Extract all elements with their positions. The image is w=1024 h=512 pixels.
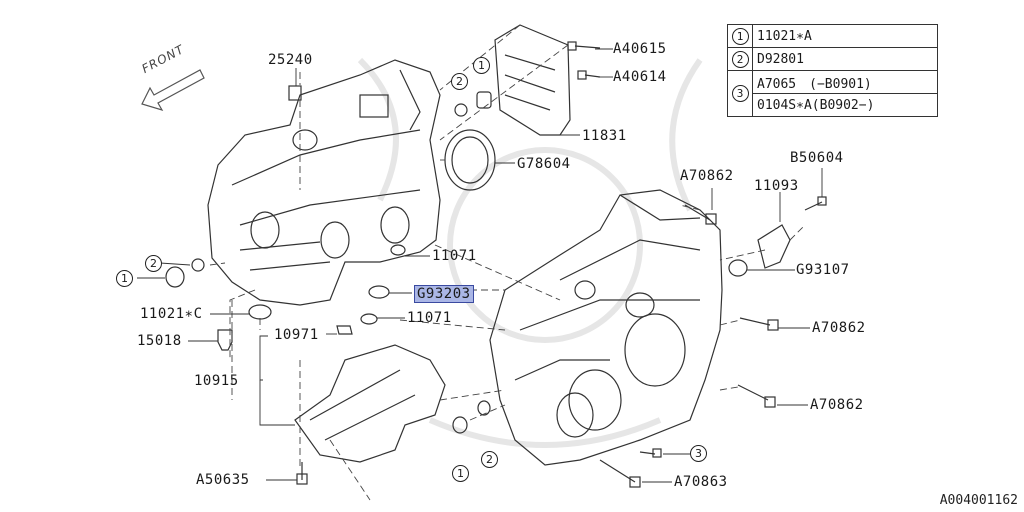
part-label-11071[interactable]: 11071	[432, 248, 477, 264]
legend-row: 1 11021∗A	[727, 24, 938, 48]
legend-row: 0104S∗A(B0902−)	[728, 93, 938, 117]
part-label-11071[interactable]: 11071	[407, 310, 452, 326]
callout-1[interactable]: 1	[473, 57, 490, 74]
legend-row: 2 D92801	[727, 47, 938, 71]
part-label-g93107[interactable]: G93107	[796, 262, 850, 278]
part-label-11021c[interactable]: 11021∗C	[140, 306, 203, 322]
callout-3[interactable]: 3	[690, 445, 707, 462]
crankcase-left-half	[207, 59, 441, 306]
part-label-b50604[interactable]: B50604	[790, 150, 844, 166]
watermark-emblem	[357, 57, 703, 448]
part-label-15018[interactable]: 15018	[137, 333, 182, 349]
part-label-25240[interactable]: 25240	[268, 52, 313, 68]
baffle-plate	[294, 344, 446, 463]
oil-separator-cover	[494, 24, 571, 136]
part-label-a70862[interactable]: A70862	[812, 320, 866, 336]
part-label-a50635[interactable]: A50635	[196, 472, 250, 488]
diagram-reference-id: A004001162	[939, 493, 1018, 508]
callout-2[interactable]: 2	[451, 73, 468, 90]
crankcase-right-half	[489, 189, 723, 466]
legend-text: D92801	[752, 47, 938, 71]
bolt-15018	[217, 329, 233, 351]
legend-text: 11021∗A	[752, 24, 938, 48]
part-label-a70863[interactable]: A70863	[674, 474, 728, 490]
legend-text: 0104S∗A(B0902−)	[752, 93, 938, 117]
legend-table: 1 11021∗A 2 D92801 3 A7065 (−B0901) 0104…	[727, 24, 938, 117]
part-label-a70862[interactable]: A70862	[810, 397, 864, 413]
part-label-g93203-highlighted[interactable]: G93203	[414, 285, 474, 303]
callout-1[interactable]: 1	[116, 270, 133, 287]
legend-key: 1	[731, 27, 749, 45]
part-label-10971[interactable]: 10971	[274, 327, 319, 343]
legend-key: 2	[731, 50, 749, 68]
part-label-10915[interactable]: 10915	[194, 373, 239, 389]
sensor-25240	[288, 85, 302, 101]
callout-2[interactable]: 2	[145, 255, 162, 272]
part-label-11093[interactable]: 11093	[754, 178, 799, 194]
part-label-g78604[interactable]: G78604	[517, 156, 571, 172]
part-label-a70862[interactable]: A70862	[680, 168, 734, 184]
legend-text: A7065 (−B0901)	[752, 70, 938, 94]
part-label-a40615[interactable]: A40615	[613, 41, 667, 57]
legend-row: 3 A7065 (−B0901)	[727, 70, 938, 117]
part-label-11831[interactable]: 11831	[582, 128, 627, 144]
callout-2[interactable]: 2	[481, 451, 498, 468]
cover-11093	[757, 224, 791, 269]
front-arrow-icon	[141, 69, 205, 112]
part-label-a40614[interactable]: A40614	[613, 69, 667, 85]
legend-key: 3	[731, 85, 749, 102]
callout-1[interactable]: 1	[452, 465, 469, 482]
